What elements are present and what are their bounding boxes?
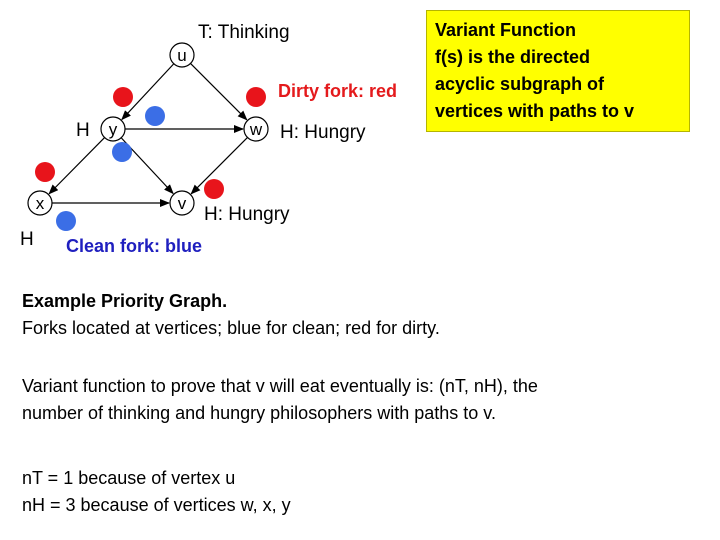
edge-u-to-y (121, 63, 175, 121)
vertex-circle-y (100, 116, 126, 142)
vertex-w: w (243, 116, 269, 142)
variant-function-callout: Variant Function f(s) is the directed ac… (426, 10, 690, 132)
vertex-circle-u (169, 42, 195, 68)
callout-line-3: acyclic subgraph of (435, 74, 605, 94)
callout-line-2: f(s) is the directed (435, 47, 591, 67)
callout-line-1: Variant Function (435, 20, 577, 40)
legend-dirty-fork: Dirty fork: red (278, 81, 397, 101)
edge-u-to-w (190, 63, 248, 121)
vertex-u: u (169, 42, 195, 68)
dirty-fork-5 (35, 162, 55, 182)
variant-description-line-1: Variant function to prove that v will ea… (22, 376, 538, 396)
vertex-label-u: u (177, 46, 186, 65)
state-label-v: H: Hungry (204, 204, 290, 225)
forks-description: Forks located at vertices; blue for clea… (22, 318, 440, 338)
vertex-x: x (27, 190, 53, 216)
legend-clean-fork: Clean fork: blue (66, 236, 202, 256)
body-paragraph-2: Variant function to prove that v will ea… (22, 373, 538, 427)
clean-fork-3 (145, 106, 165, 126)
edge-y-to-x (48, 137, 105, 195)
state-label-u: T: Thinking (198, 22, 290, 43)
dirty-fork-2 (246, 87, 266, 107)
clean-fork-7 (56, 211, 76, 231)
dirty-fork-1 (113, 87, 133, 107)
variant-description-line-2: number of thinking and hungry philosophe… (22, 403, 496, 423)
forks-layer (35, 87, 266, 231)
state-label-y: H (76, 120, 90, 141)
state-label-w: H: Hungry (280, 122, 366, 143)
vertex-circle-v (169, 190, 195, 216)
edge-w-to-v (190, 137, 248, 195)
vertex-label-x: x (36, 194, 45, 213)
dirty-fork-6 (204, 179, 224, 199)
vertex-label-w: w (249, 120, 263, 139)
vertex-label-y: y (109, 120, 118, 139)
nt-count: nT = 1 because of vertex u (22, 468, 236, 488)
body-paragraph-1: Example Priority Graph. Forks located at… (22, 288, 440, 342)
nh-count: nH = 3 because of vertices w, x, y (22, 495, 291, 515)
vertex-y: y (100, 116, 126, 142)
clean-fork-4 (112, 142, 132, 162)
state-label-x: H (20, 229, 34, 250)
section-heading: Example Priority Graph. (22, 291, 228, 311)
body-paragraph-3: nT = 1 because of vertex u nH = 3 becaus… (22, 465, 291, 519)
vertex-label-v: v (178, 194, 187, 213)
vertex-circle-w (243, 116, 269, 142)
vertex-circle-x (27, 190, 53, 216)
vertices-layer: u y w x v (27, 42, 269, 216)
vertex-v: v (169, 190, 195, 216)
callout-line-4: vertices with paths to v (435, 101, 635, 121)
